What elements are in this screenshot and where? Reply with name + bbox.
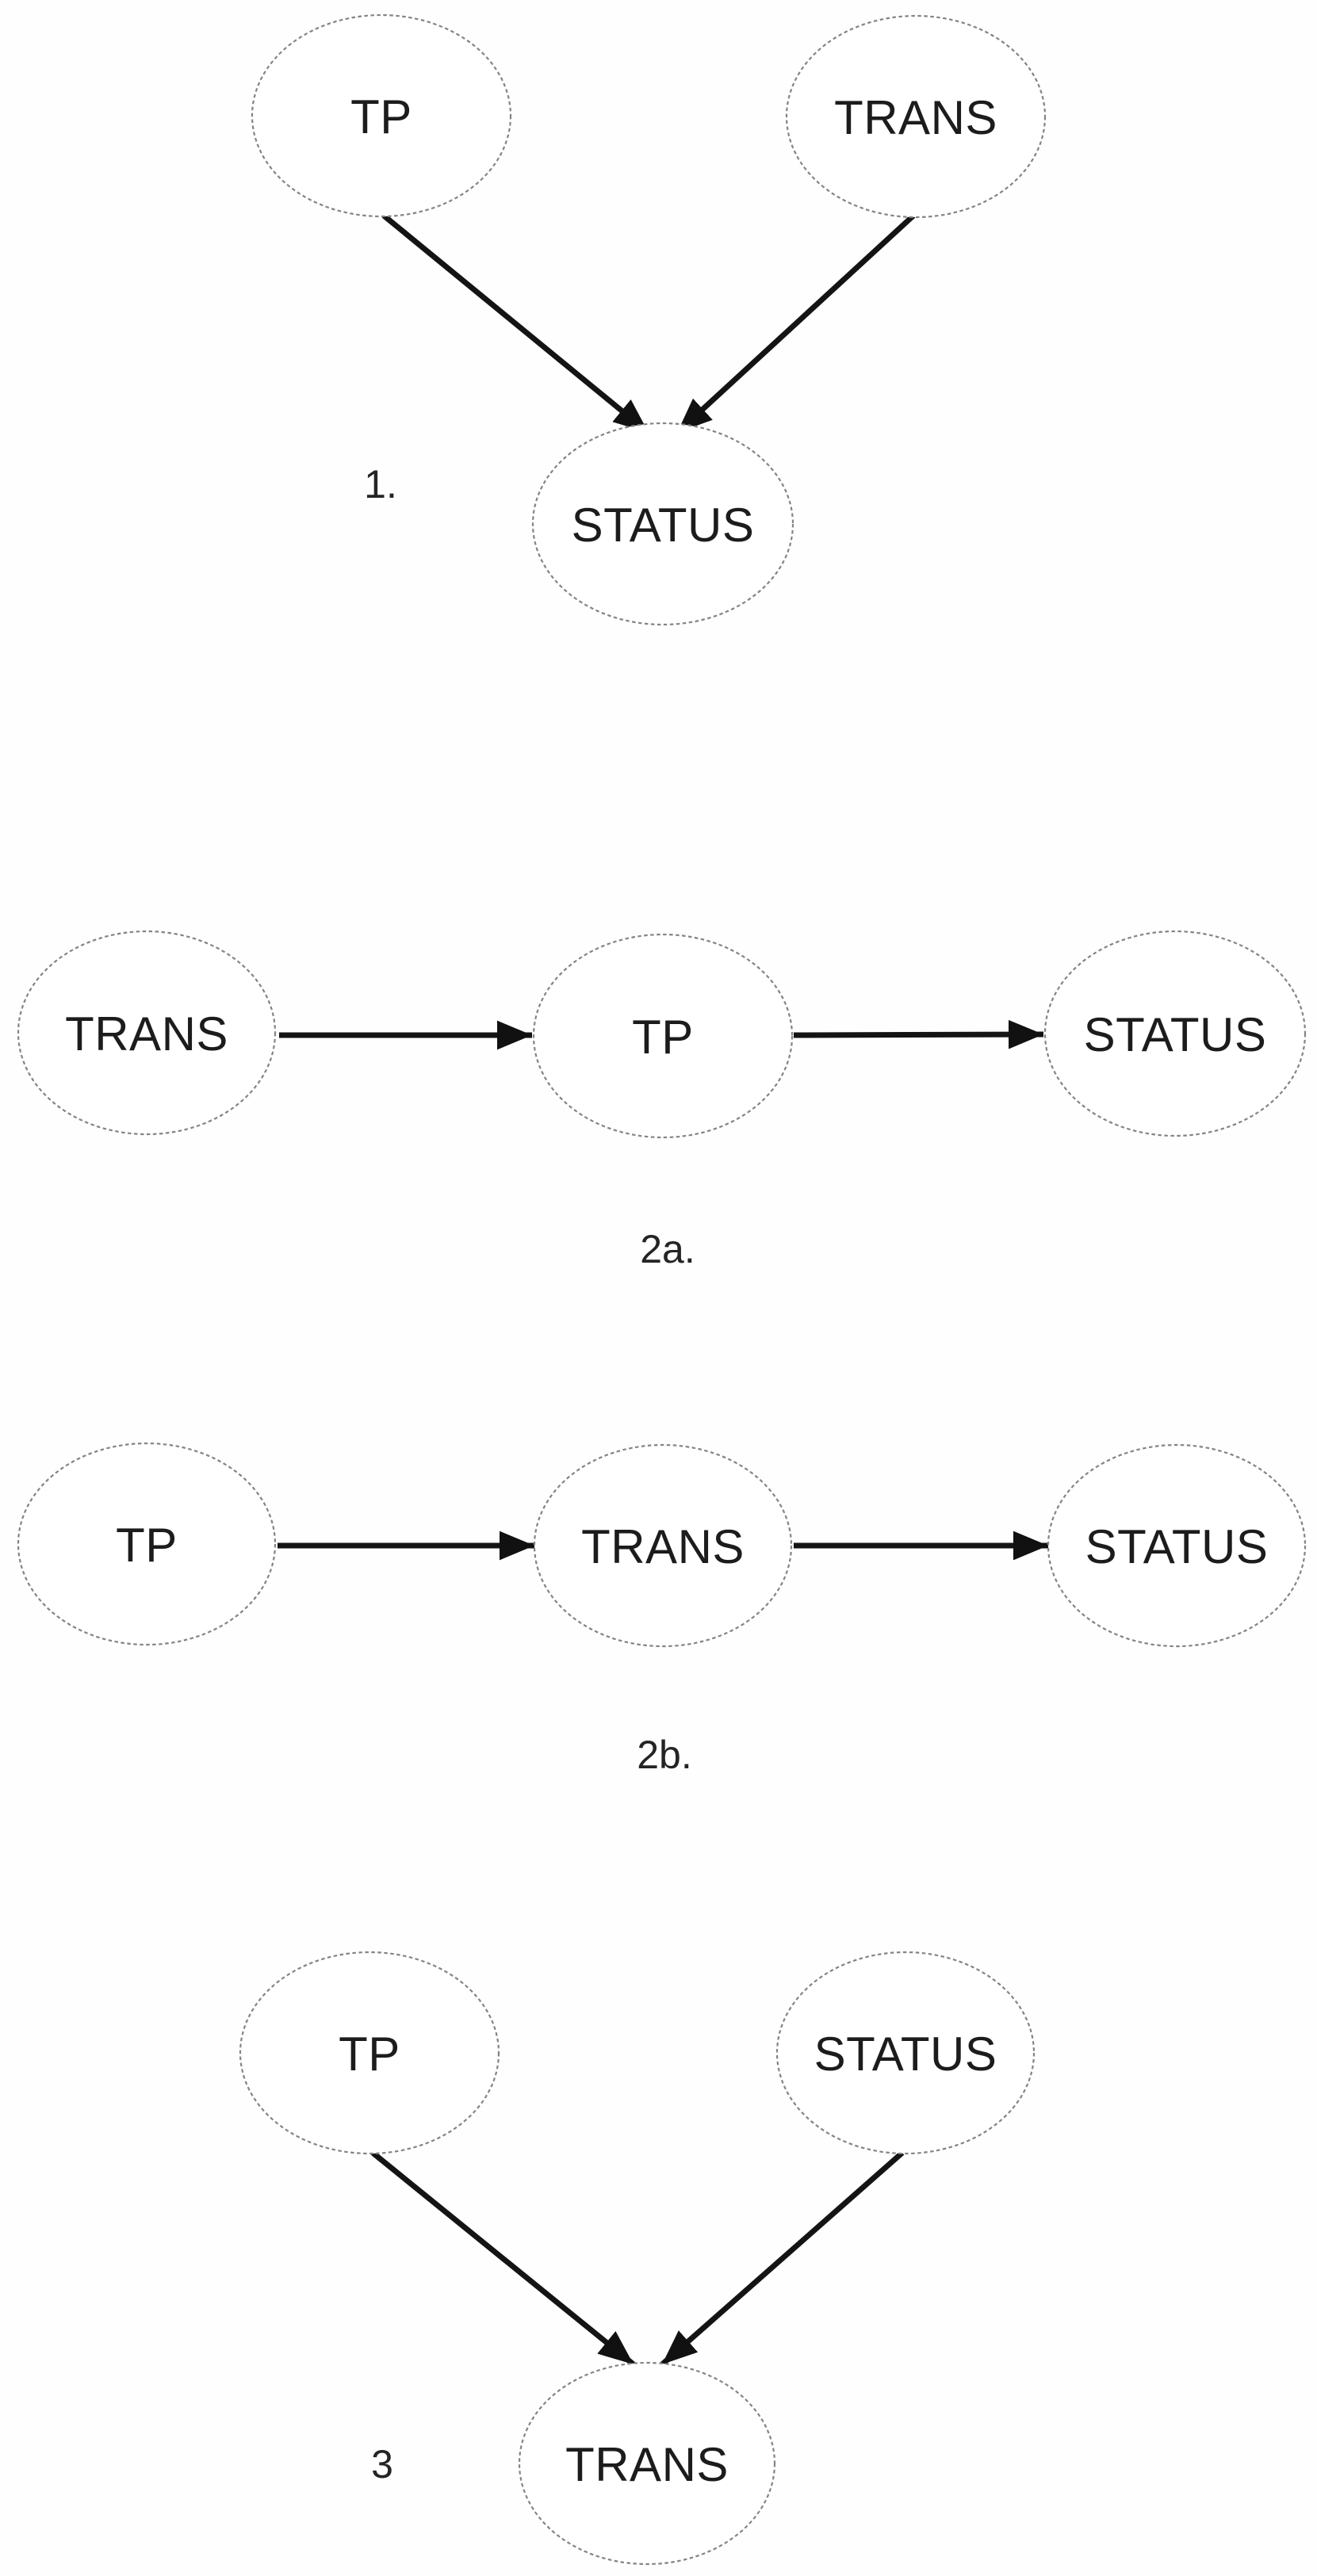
node-ellipse-d2a-status: [1043, 930, 1307, 1137]
edge-d3-tp-to-trans: [370, 2150, 636, 2367]
caption-diagram-1: 1.: [364, 462, 397, 506]
node-label-d3-tp: TP: [339, 2028, 400, 2081]
node-label-d2a-status: STATUS: [1084, 1008, 1267, 1061]
caption-diagram-3: 3: [371, 2442, 393, 2486]
diagram-3: TP STATUS TRANS 3: [239, 1951, 1036, 2566]
caption-diagram-2b: 2b.: [637, 1733, 692, 1777]
node-ellipse-d2b-trans: [533, 1443, 793, 1648]
node-ellipse-d3-status: [775, 1951, 1036, 2155]
node-label-d1-trans: TRANS: [834, 91, 997, 144]
node-label-d2b-status: STATUS: [1085, 1520, 1269, 1573]
edge-d1-tp-to-status: [381, 213, 651, 435]
node-ellipse-d2a-trans: [17, 930, 277, 1136]
node-label-d2b-tp: TP: [116, 1519, 178, 1572]
edge-d2a-tp-to-status: [793, 1019, 1044, 1049]
node-label-d3-status: STATUS: [814, 2028, 997, 2081]
node-ellipse-d1-trans: [785, 14, 1047, 219]
node-ellipse-d1-status: [531, 422, 794, 626]
node-ellipse-d1-tp: [251, 13, 512, 218]
edge-d3-status-to-trans: [660, 2150, 905, 2367]
node-label-d1-tp: TP: [350, 90, 412, 143]
diagram-1: TP TRANS STATUS 1.: [251, 13, 1047, 626]
node-label-d2a-tp: TP: [632, 1011, 694, 1064]
diagram-2b: TP TRANS STATUS 2b.: [17, 1442, 1307, 1777]
node-label-d2b-trans: TRANS: [581, 1520, 745, 1573]
node-label-d2a-trans: TRANS: [65, 1007, 228, 1061]
node-label-d3-trans: TRANS: [565, 2438, 729, 2491]
node-ellipse-d2a-tp: [532, 933, 794, 1139]
node-ellipse-d2b-tp: [17, 1442, 277, 1646]
edge-d1-trans-to-status: [675, 213, 916, 435]
node-label-d1-status: STATUS: [572, 499, 755, 552]
node-ellipse-d2b-status: [1047, 1443, 1307, 1648]
caption-diagram-2a: 2a.: [640, 1227, 695, 1271]
diagram-2a: TRANS TP STATUS 2a.: [17, 930, 1307, 1271]
node-ellipse-d3-tp: [239, 1951, 500, 2155]
node-ellipse-d3-trans: [518, 2361, 776, 2566]
